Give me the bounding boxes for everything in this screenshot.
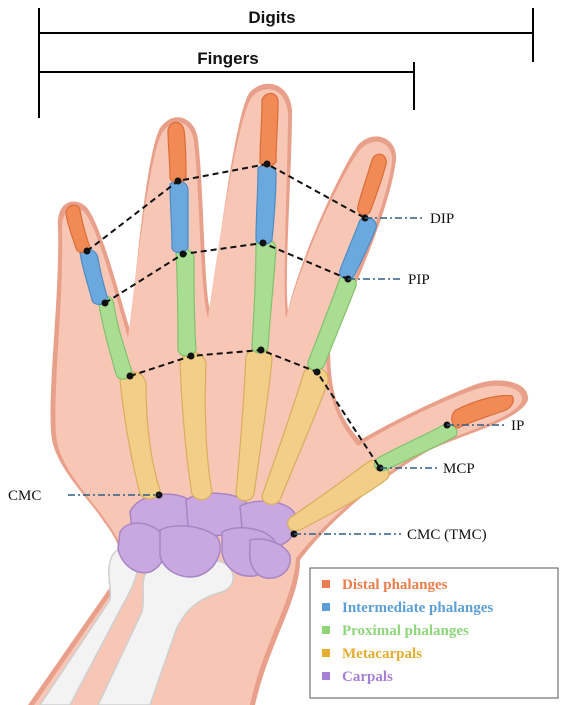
legend-label: Carpals [342, 669, 393, 685]
ip-label: IP [511, 418, 524, 434]
proximal-middle [176, 249, 196, 356]
fingers-bracket [39, 62, 414, 118]
intermediate-ring [256, 165, 276, 244]
digits-label: Digits [248, 8, 295, 27]
dip-label: DIP [430, 211, 454, 227]
intermediate-middle [170, 181, 188, 252]
cmc-tmc-label: CMC (TMC) [407, 527, 487, 543]
carpals [118, 493, 296, 578]
joint-dot [84, 248, 91, 255]
joint-dot [175, 178, 182, 185]
legend-label: Proximal phalanges [342, 623, 469, 639]
legend-swatch [322, 626, 330, 634]
pip-label: PIP [408, 272, 430, 288]
cmc-label: CMC [8, 488, 41, 504]
joint-dot [260, 240, 267, 247]
legend-swatch [322, 603, 330, 611]
joint-dot [180, 251, 187, 258]
legend-swatch [322, 649, 330, 657]
joint-dot [127, 373, 134, 380]
distal-middle [168, 123, 186, 183]
joint-dot [102, 300, 109, 307]
joint-dot [258, 347, 265, 354]
carpal-bone [160, 526, 220, 577]
joint-dot [264, 161, 271, 168]
legend-label: Distal phalanges [342, 577, 448, 593]
legend-swatch [322, 580, 330, 588]
distal-ring [260, 93, 278, 166]
legend-label: Intermediate phalanges [342, 600, 493, 616]
legend-label: Metacarpals [342, 646, 422, 662]
joint-dot [188, 353, 195, 360]
legend-swatch [322, 672, 330, 680]
mcp-label: MCP [443, 461, 475, 477]
fingers-label: Fingers [197, 49, 258, 68]
joint-dot [314, 369, 321, 376]
